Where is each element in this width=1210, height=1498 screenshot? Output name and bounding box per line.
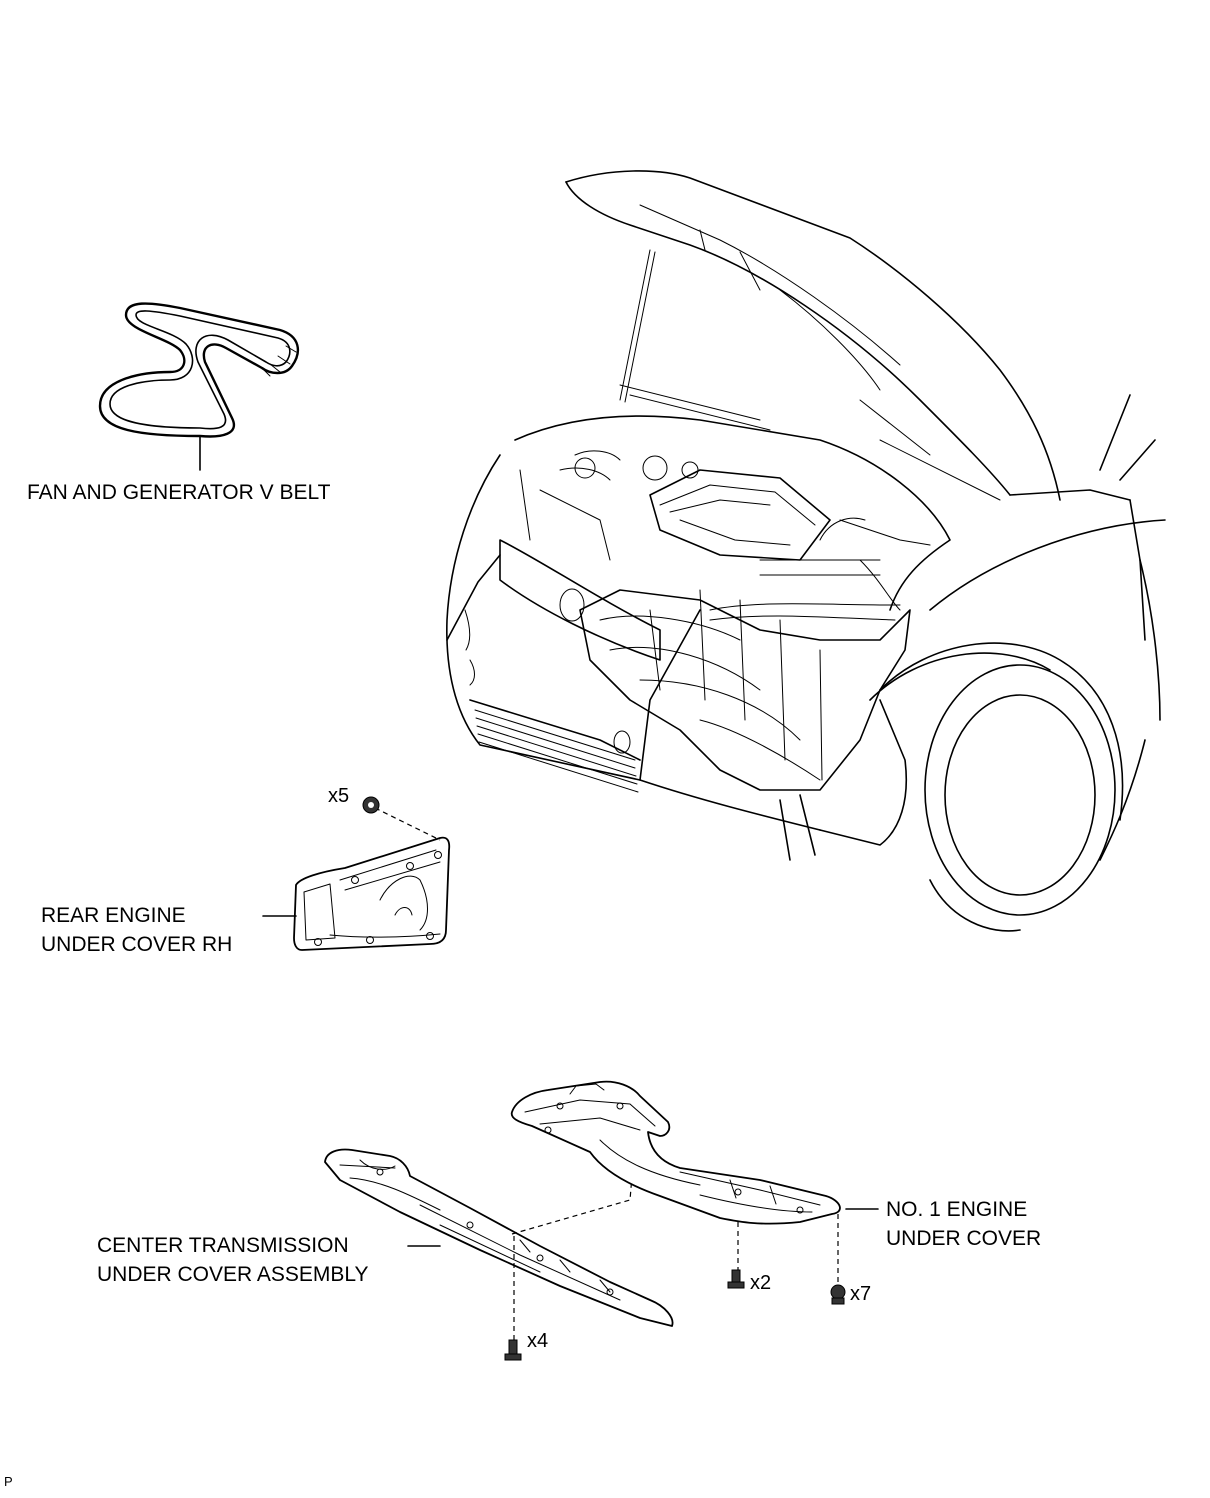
v-belt-illustration [98,302,300,471]
corner-mark: P [4,1474,13,1489]
vehicle-front-illustration [446,170,1166,932]
rear-engine-under-cover-rh [262,807,451,951]
nut-icon [362,796,380,814]
qty-bolt-center-trans: x4 [527,1330,549,1352]
no1-cover-label: NO. 1 ENGINE UNDER COVER [886,1195,1041,1253]
center-trans-label-line1: CENTER TRANSMISSION [97,1234,349,1257]
center-trans-label-line2: UNDER COVER ASSEMBLY [97,1263,369,1286]
bolt-icon [504,1339,522,1361]
clip-icon [830,1284,846,1305]
rear-cover-label: REAR ENGINE UNDER COVER RH [41,901,232,959]
no1-cover-label-line2: UNDER COVER [886,1227,1042,1250]
rear-cover-label-line2: UNDER COVER RH [41,933,233,956]
no1-engine-under-cover [510,1080,879,1282]
bolt-icon [727,1269,745,1289]
no1-cover-label-line1: NO. 1 ENGINE [886,1198,1028,1221]
qty-clip-no1-cover: x7 [850,1283,872,1305]
rear-cover-label-line1: REAR ENGINE [41,904,186,927]
fan-belt-label: FAN AND GENERATOR V BELT [27,481,331,504]
qty-bolt-no1-cover: x2 [750,1272,772,1294]
center-trans-label: CENTER TRANSMISSION UNDER COVER ASSEMBLY [97,1231,369,1289]
qty-nut-rear-cover: x5 [328,785,350,807]
